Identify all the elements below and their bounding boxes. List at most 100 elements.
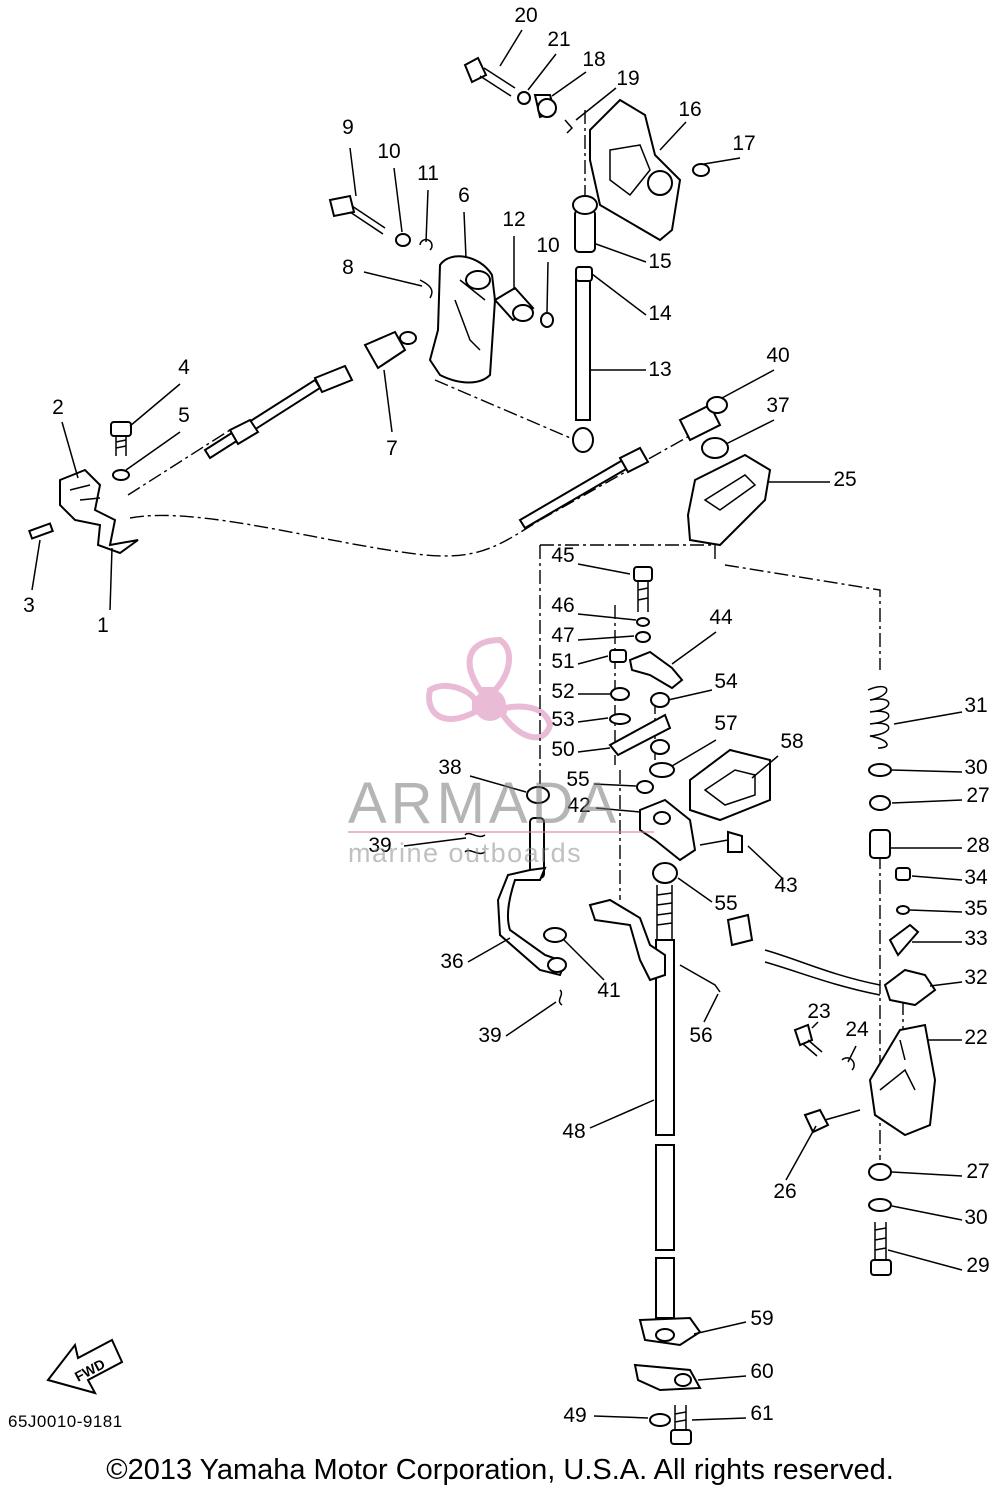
washer-30a — [868, 763, 892, 777]
callout-number: 10 — [377, 140, 400, 163]
washer-10 — [395, 233, 411, 247]
callout-number: 42 — [567, 794, 590, 817]
callout-number: 23 — [807, 1000, 830, 1023]
clip-19 — [564, 119, 574, 134]
callout-number: 37 — [766, 394, 789, 417]
shift-arm-36 — [496, 817, 567, 977]
leader-line — [527, 53, 557, 91]
callout-number: 31 — [964, 694, 987, 717]
nut-55b — [652, 862, 678, 884]
copyright: ©2013 Yamaha Motor Corporation, U.S.A. A… — [106, 1454, 894, 1486]
callout-number: 3 — [23, 594, 35, 617]
screw-43 — [699, 830, 743, 853]
bolt-23 — [793, 1023, 823, 1057]
throttle-cam — [589, 98, 710, 242]
callout-number: 36 — [440, 950, 463, 973]
callout-number: 26 — [773, 1180, 796, 1203]
shift-bracket-22 — [868, 1023, 937, 1137]
callout-number: 33 — [964, 927, 987, 950]
callout-number: 30 — [964, 756, 987, 779]
plate-33 — [888, 923, 920, 957]
clip-24 — [841, 1057, 855, 1071]
callout-number: 57 — [714, 712, 737, 735]
bolt-29 — [870, 1222, 892, 1276]
leader-line — [893, 711, 963, 725]
leader-line — [891, 1205, 963, 1221]
leader-line — [463, 211, 467, 259]
plate-44 — [628, 650, 684, 690]
oring-49 — [649, 1413, 671, 1427]
callout-number: 55 — [566, 768, 589, 791]
leader-line — [425, 189, 429, 243]
shift-lever-42 — [639, 798, 697, 862]
callout-number: 39 — [368, 834, 391, 857]
callout-number: 9 — [342, 116, 354, 139]
callout-number: 21 — [547, 28, 570, 51]
callout-number: 11 — [417, 162, 439, 185]
callout-number: 5 — [178, 404, 190, 427]
nut-54b — [650, 739, 670, 755]
leader-line — [703, 993, 719, 1023]
shift-cable-joint — [518, 396, 729, 530]
callout-number: 14 — [648, 302, 672, 325]
leader-line — [577, 717, 609, 723]
collar-12 — [493, 286, 535, 322]
callout-number: 30 — [964, 1206, 987, 1229]
screw-26 — [803, 1108, 861, 1134]
callout-number: 60 — [750, 1360, 773, 1383]
cable-holder-25 — [686, 453, 772, 547]
callout-number: 46 — [551, 594, 574, 617]
callout-number: 35 — [964, 897, 987, 920]
leader-line — [891, 799, 963, 804]
leader-line — [697, 1375, 747, 1381]
leader-line — [551, 71, 587, 97]
leader-line — [499, 29, 523, 67]
clip-11 — [419, 238, 433, 251]
callout-number: 44 — [709, 606, 733, 629]
leader-line — [671, 631, 717, 665]
callout-number: 20 — [514, 4, 537, 27]
leader-line — [403, 837, 467, 847]
bolt-9 — [328, 194, 386, 235]
callout-number: 15 — [648, 250, 671, 273]
callout-number: 1 — [97, 614, 109, 637]
plate-60 — [633, 1363, 702, 1392]
callout-number: 50 — [551, 738, 574, 761]
callout-number: 8 — [342, 256, 354, 279]
collar-55a — [636, 780, 654, 794]
leader-line — [591, 273, 647, 316]
leader-line — [383, 369, 393, 433]
spring-31 — [867, 685, 890, 749]
leader-line — [125, 431, 181, 471]
leader-line — [575, 87, 617, 121]
leader-line — [577, 747, 611, 753]
callout-number: 22 — [964, 1026, 987, 1049]
callout-number: 27 — [966, 1160, 989, 1183]
leader-line — [671, 739, 717, 767]
watermark-divider — [348, 831, 654, 833]
callout-number: 12 — [502, 208, 525, 231]
leader-line — [667, 689, 713, 701]
callout-number: 61 — [750, 1402, 773, 1425]
callout-number: 59 — [750, 1307, 773, 1330]
collar-28 — [869, 829, 891, 859]
leader-line — [593, 1415, 649, 1419]
leader-line — [785, 1125, 817, 1181]
leader-line — [747, 845, 783, 879]
leader-line — [577, 655, 609, 665]
callout-number: 54 — [714, 670, 738, 693]
pin-8 — [419, 279, 433, 299]
bolt-51 — [609, 649, 627, 663]
washer-52 — [610, 687, 630, 701]
leader-line — [505, 1001, 557, 1037]
callout-number: 24 — [845, 1018, 869, 1041]
callout-number: 58 — [780, 730, 803, 753]
watermark-brand: ARMADA — [348, 771, 621, 836]
washer-47 — [635, 631, 651, 643]
callout-number: 49 — [563, 1404, 586, 1427]
callout-number: 53 — [551, 708, 574, 731]
leader-line — [129, 383, 181, 427]
callout-number: 55 — [714, 892, 737, 915]
callout-number: 6 — [458, 184, 470, 207]
